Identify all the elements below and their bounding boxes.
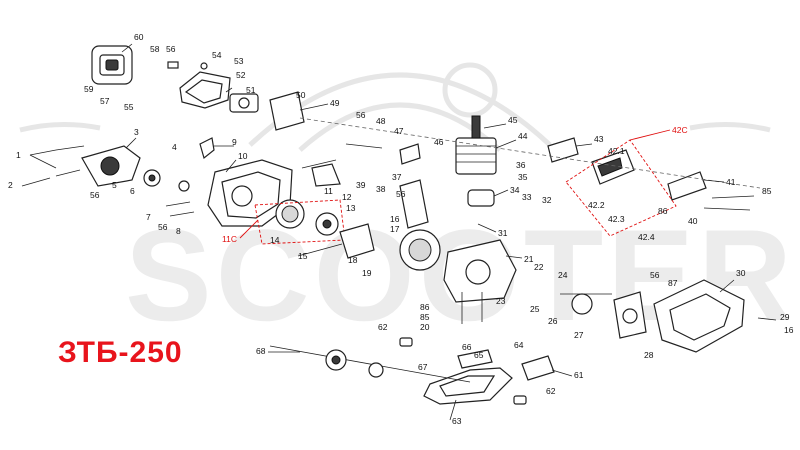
callout-37: 37	[392, 172, 402, 182]
callout-21: 21	[524, 254, 534, 264]
callout-56: 56	[396, 189, 406, 199]
callout-56: 56	[650, 270, 660, 280]
callout-28: 28	[644, 350, 654, 360]
callout-42-4: 42.4	[638, 232, 655, 242]
callout-1: 1	[16, 150, 21, 160]
callout-30: 30	[736, 268, 746, 278]
callout-12: 12	[342, 192, 352, 202]
callout-36: 36	[516, 160, 526, 170]
callout-39: 39	[356, 180, 366, 190]
callout-51: 51	[246, 85, 256, 95]
callout-11: 11	[324, 186, 333, 196]
callout-4: 4	[172, 142, 177, 152]
callout-56: 56	[158, 222, 168, 232]
callout-55: 55	[124, 102, 134, 112]
model-title: ЗТБ-250	[58, 336, 183, 369]
callout-3: 3	[134, 127, 139, 137]
callout-85: 85	[762, 186, 772, 196]
callout-9: 9	[232, 137, 237, 147]
callout-43: 43	[594, 134, 604, 144]
callout-44: 44	[518, 131, 528, 141]
callout-14: 14	[270, 235, 280, 245]
callout-17: 17	[390, 224, 400, 234]
callout-2: 2	[8, 180, 13, 190]
callout-61: 61	[574, 370, 584, 380]
callout-41: 41	[726, 177, 736, 187]
callout-50: 50	[296, 90, 306, 100]
callout-5: 5	[112, 180, 117, 190]
callout-labels: 60 58 56 54 53 52 51 50 49 59 57 55 56 4…	[8, 32, 794, 426]
callout-42-1: 42.1	[608, 146, 625, 156]
callout-7: 7	[146, 212, 151, 222]
callout-42-3: 42.3	[608, 214, 625, 224]
callout-34: 34	[510, 185, 520, 195]
callout-57: 57	[100, 96, 110, 106]
callout-23: 23	[496, 296, 506, 306]
callout-66: 66	[462, 342, 472, 352]
callout-52: 52	[236, 70, 246, 80]
callout-68: 68	[256, 346, 266, 356]
callout-56: 56	[90, 190, 100, 200]
callout-64: 64	[514, 340, 524, 350]
callout-40: 40	[688, 216, 698, 226]
callout-63: 63	[452, 416, 462, 426]
callout-45: 45	[508, 115, 518, 125]
callout-46: 46	[434, 137, 444, 147]
callout-6: 6	[130, 186, 135, 196]
callout-85: 85	[420, 312, 430, 322]
callout-19: 19	[362, 268, 372, 278]
callout-86: 86	[420, 302, 430, 312]
callout-15: 15	[298, 251, 308, 261]
callout-8: 8	[176, 226, 181, 236]
callout-16: 16	[784, 325, 794, 335]
callout-56: 56	[356, 110, 366, 120]
callout-24: 24	[558, 270, 568, 280]
callout-87: 87	[668, 278, 678, 288]
callout-62: 62	[546, 386, 556, 396]
callout-58: 58	[150, 44, 160, 54]
callout-48: 48	[376, 116, 386, 126]
callout-29: 29	[780, 312, 790, 322]
callout-56: 56	[166, 44, 176, 54]
callout-13: 13	[346, 203, 356, 213]
callout-31: 31	[498, 228, 508, 238]
callout-59: 59	[84, 84, 94, 94]
callout-38: 38	[376, 184, 386, 194]
callout-86: 86	[658, 206, 668, 216]
callout-11c: 11C	[222, 234, 237, 244]
callout-33: 33	[522, 192, 532, 202]
callout-42-2: 42.2	[588, 200, 605, 210]
callout-16: 16	[390, 214, 400, 224]
callout-27: 27	[574, 330, 584, 340]
callout-65: 65	[474, 350, 484, 360]
callout-60: 60	[134, 32, 144, 42]
callout-22: 22	[534, 262, 544, 272]
callout-35: 35	[518, 172, 528, 182]
callout-26: 26	[548, 316, 558, 326]
callout-49: 49	[330, 98, 340, 108]
callout-20: 20	[420, 322, 430, 332]
leader-lines	[21, 43, 735, 421]
callout-67: 67	[418, 362, 428, 372]
callout-25: 25	[530, 304, 540, 314]
callout-54: 54	[212, 50, 222, 60]
callout-18: 18	[348, 255, 358, 265]
callout-53: 53	[234, 56, 244, 66]
callout-32: 32	[542, 195, 552, 205]
callout-62: 62	[378, 322, 388, 332]
callout-47: 47	[394, 126, 404, 136]
callout-10: 10	[238, 151, 248, 161]
callout-42c: 42C	[672, 125, 688, 135]
